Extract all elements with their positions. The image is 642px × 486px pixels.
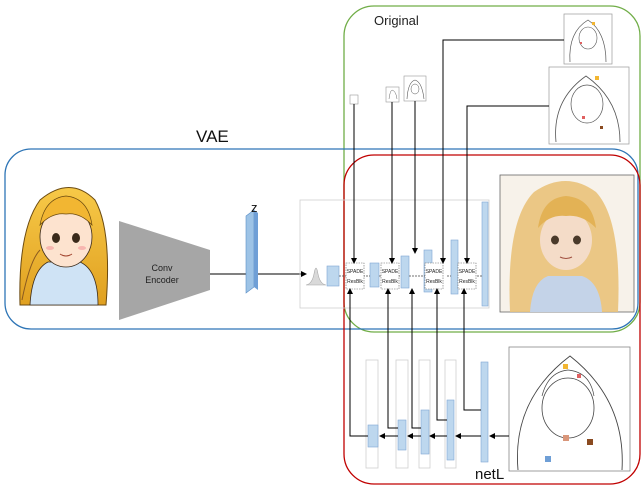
z-label: z <box>251 200 258 215</box>
netl-feature-block-2 <box>398 420 406 450</box>
netl-feature-block-1 <box>368 425 378 447</box>
sketch-image-large <box>549 67 629 144</box>
sketch-image-medium <box>564 14 612 64</box>
netl-label: netL <box>475 466 504 483</box>
original-label: Original <box>374 13 419 28</box>
netl-up-line-5 <box>464 350 481 410</box>
conv-encoder-label-line2: Encoder <box>145 275 179 285</box>
netl-up-line-1 <box>350 350 368 436</box>
feature-block-6 <box>482 202 488 306</box>
spade-resblk-box-1 <box>346 263 364 289</box>
feature-block-5 <box>451 240 458 294</box>
spade-resblk-label-bottom-3: ResBlk <box>426 279 442 285</box>
sketch-image-small-1 <box>350 95 358 104</box>
sketch-image-small-2 <box>386 87 399 102</box>
netl-feature-block-5 <box>481 362 488 462</box>
latent-z-block <box>246 210 258 293</box>
netl-frame-2 <box>396 360 408 468</box>
generator-panel <box>300 200 489 308</box>
input-portrait-image <box>20 188 108 306</box>
feature-block-1 <box>327 266 339 286</box>
spade-resblk-label-top-2: SPADE <box>382 269 399 275</box>
conv-encoder-label-line1: Conv <box>151 263 173 273</box>
spade-resblk-label-top-4: SPADE <box>459 269 476 275</box>
netl-up-line-3 <box>412 350 421 428</box>
spade-resblk-box-2 <box>381 263 399 289</box>
feature-block-2 <box>370 263 379 287</box>
netl-sketch-image <box>509 347 630 471</box>
netl-feature-block-4 <box>447 400 454 460</box>
sketch-image-small-3 <box>404 76 426 101</box>
spade-resblk-box-3 <box>425 263 443 289</box>
spade-resblk-label-bottom-4: ResBlk <box>459 279 475 285</box>
netl-up-line-2 <box>388 350 398 428</box>
netl-up-line-4 <box>437 350 447 420</box>
spade-resblk-label-bottom-2: ResBlk <box>382 279 398 285</box>
feature-block-3 <box>401 256 409 288</box>
netl-blocks <box>366 360 488 468</box>
vae-label: VAE <box>196 127 229 146</box>
spade-resblk-box-4 <box>458 263 476 289</box>
spade-resblk-label-bottom-1: ResBlk <box>347 279 363 285</box>
netl-feature-block-3 <box>421 410 429 454</box>
gaussian-icon <box>306 268 326 285</box>
netl-frame-1 <box>366 360 378 468</box>
spade-resblk-label-top-3: SPADE <box>426 269 443 275</box>
spade-resblk-label-top-1: SPADE <box>347 269 364 275</box>
output-portrait-image <box>500 175 634 312</box>
